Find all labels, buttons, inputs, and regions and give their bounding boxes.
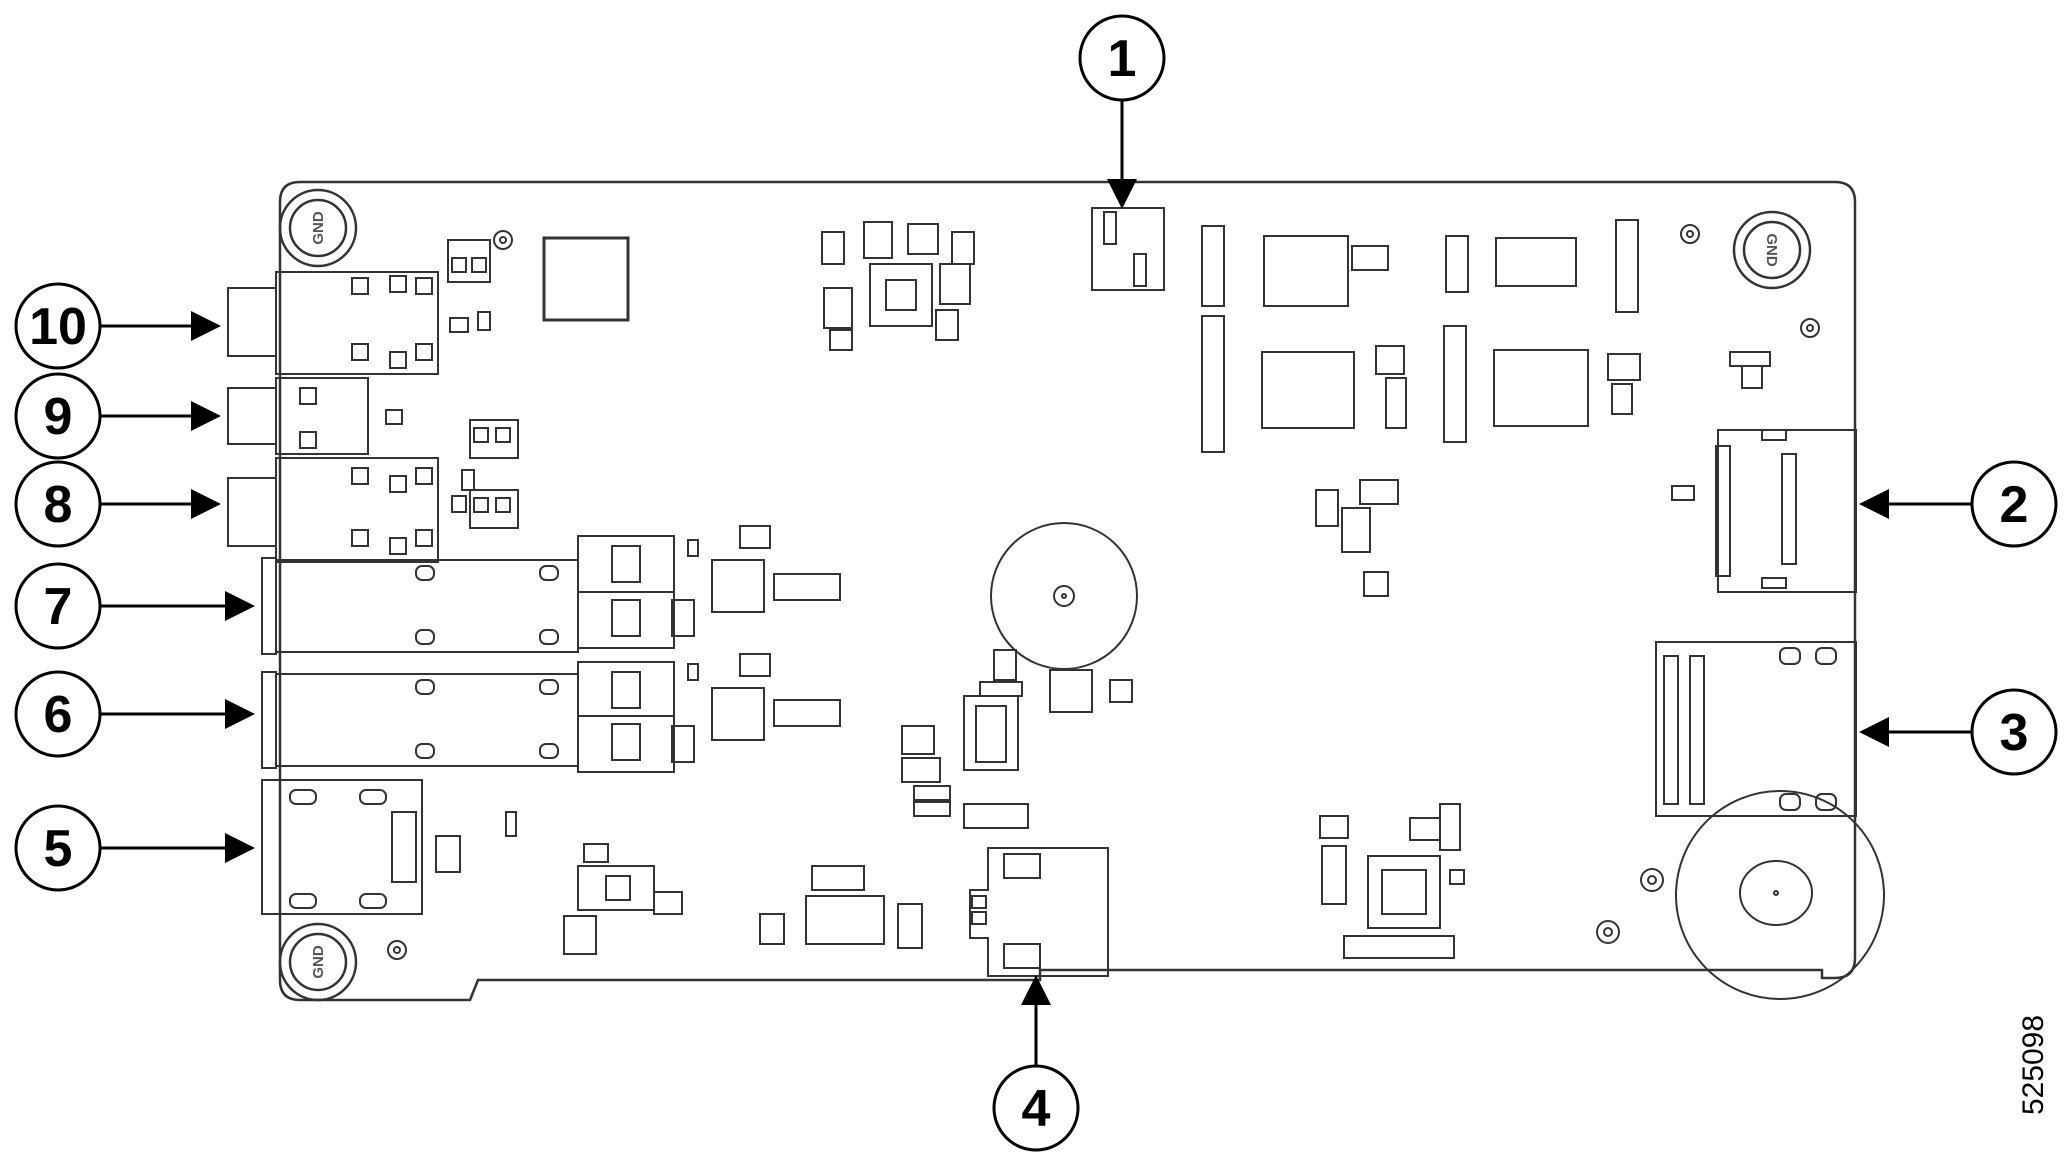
gnd-mount-top-right: [1732, 210, 1812, 290]
port-5-connector: [261, 779, 517, 915]
chip-cluster-bottom-right: [1319, 803, 1465, 959]
resistor-columns: [1201, 219, 1771, 453]
callout-2-circle: [1970, 460, 2058, 548]
callout-5-label: 5: [44, 820, 73, 878]
round-component-center: [990, 522, 1138, 670]
port-9-connector: [227, 377, 403, 455]
chip-large-square: [542, 236, 630, 322]
figure-number-text: 525098: [2017, 1014, 2050, 1116]
vias: [387, 224, 1820, 960]
sfp-support-components: [671, 525, 841, 763]
callout-5-circle: [14, 804, 102, 892]
callout-4-label: 4: [1022, 1080, 1051, 1138]
callout-7-circle: [14, 562, 102, 650]
figure-number: 525098: [2014, 995, 2054, 1135]
callout-9-label: 9: [44, 388, 73, 446]
callout-8-label: 8: [44, 476, 73, 534]
callout-2-label: 2: [2000, 476, 2029, 534]
callout-1-circle: [1078, 14, 1166, 102]
callout-9-circle: [14, 372, 102, 460]
chip-cluster-center: [1315, 479, 1399, 597]
header-1-connector: [1091, 207, 1165, 291]
gnd-label-bottom-left: GND: [310, 945, 327, 979]
callout-7-label: 7: [44, 578, 73, 636]
gnd-mount-top-left: [278, 188, 358, 268]
port-8-connector: [227, 457, 439, 563]
port-7-sfp-cage: [261, 535, 675, 655]
callout-8-circle: [14, 460, 102, 548]
gnd-label-top-right: GND: [1763, 233, 1780, 267]
callout-1-label: 1: [1108, 30, 1137, 88]
round-component-bottom-right: [1675, 790, 1885, 1000]
callout-10-circle: [14, 282, 102, 370]
board-outline: [278, 180, 1857, 1002]
callout-3-label: 3: [2000, 704, 2029, 762]
chip-cluster-top-middle: [821, 221, 975, 351]
port-6-sfp-cage: [261, 661, 675, 773]
gnd-label-top-left: GND: [310, 211, 327, 245]
callout-3-circle: [1970, 688, 2058, 776]
chip-cluster-center-lower: [563, 649, 1133, 955]
callout-10-label: 10: [29, 298, 87, 356]
port-10-connector: [227, 271, 439, 375]
header-4-connector: [969, 847, 1109, 977]
callout-4-circle: [992, 1064, 1080, 1152]
gnd-mount-bottom-left: [278, 922, 358, 1002]
slot-3-connector: [1655, 641, 1857, 817]
callout-6-circle: [14, 670, 102, 758]
slot-2-connector: [1671, 429, 1857, 593]
callout-6-label: 6: [44, 686, 73, 744]
